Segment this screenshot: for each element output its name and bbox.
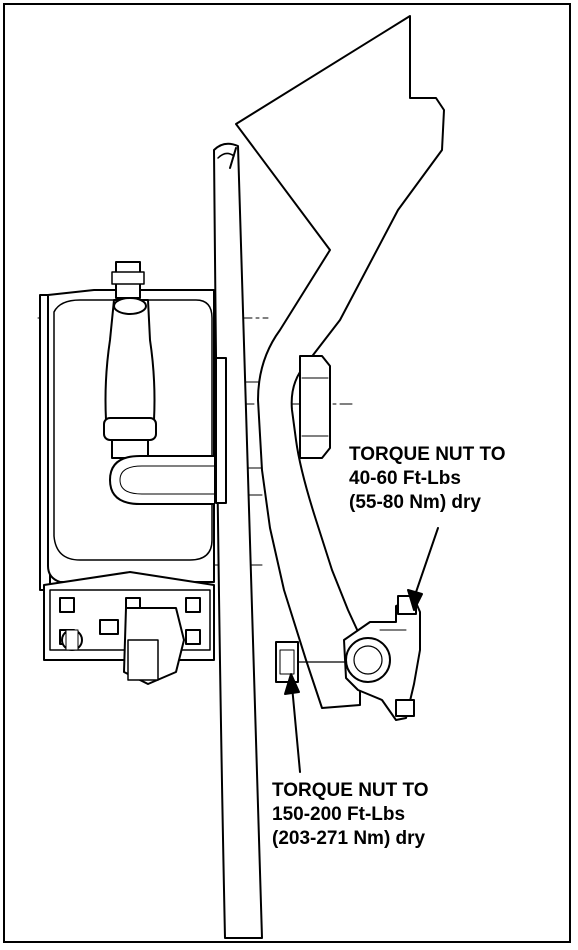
torque-callout-lower: TORQUE NUT TO 150-200 Ft-Lbs (203-271 Nm… — [272, 779, 429, 851]
top-stud — [111, 261, 145, 299]
ball-joint-assembly — [343, 595, 421, 721]
arrow-upper-head — [407, 589, 423, 611]
callout-lower-line-3: (203-271 Nm) dry — [272, 828, 426, 849]
mounting-plate — [213, 142, 263, 939]
arrow-upper-line — [413, 527, 439, 599]
control-valve — [103, 297, 157, 459]
arrow-lower-line — [291, 685, 301, 773]
callout-upper-line-1: TORQUE NUT TO — [349, 444, 506, 465]
bracket-hex-nut — [299, 355, 331, 459]
bracket-through-bolt — [275, 641, 347, 683]
torque-callout-upper: TORQUE NUT TO 40-60 Ft-Lbs (55-80 Nm) dr… — [349, 443, 506, 515]
arrow-lower-head — [284, 673, 300, 695]
callout-upper-line-3: (55-80 Nm) dry — [349, 492, 481, 513]
callout-lower-line-1: TORQUE NUT TO — [272, 780, 429, 801]
hydraulic-tube — [109, 455, 215, 505]
callout-lower-line-2: 150-200 Ft-Lbs — [272, 804, 406, 825]
callout-arrows — [284, 527, 439, 773]
callout-upper-line-2: 40-60 Ft-Lbs — [349, 468, 461, 489]
diagram-frame — [3, 3, 571, 943]
spacer-plate — [215, 357, 227, 504]
lower-fittings — [61, 607, 185, 685]
